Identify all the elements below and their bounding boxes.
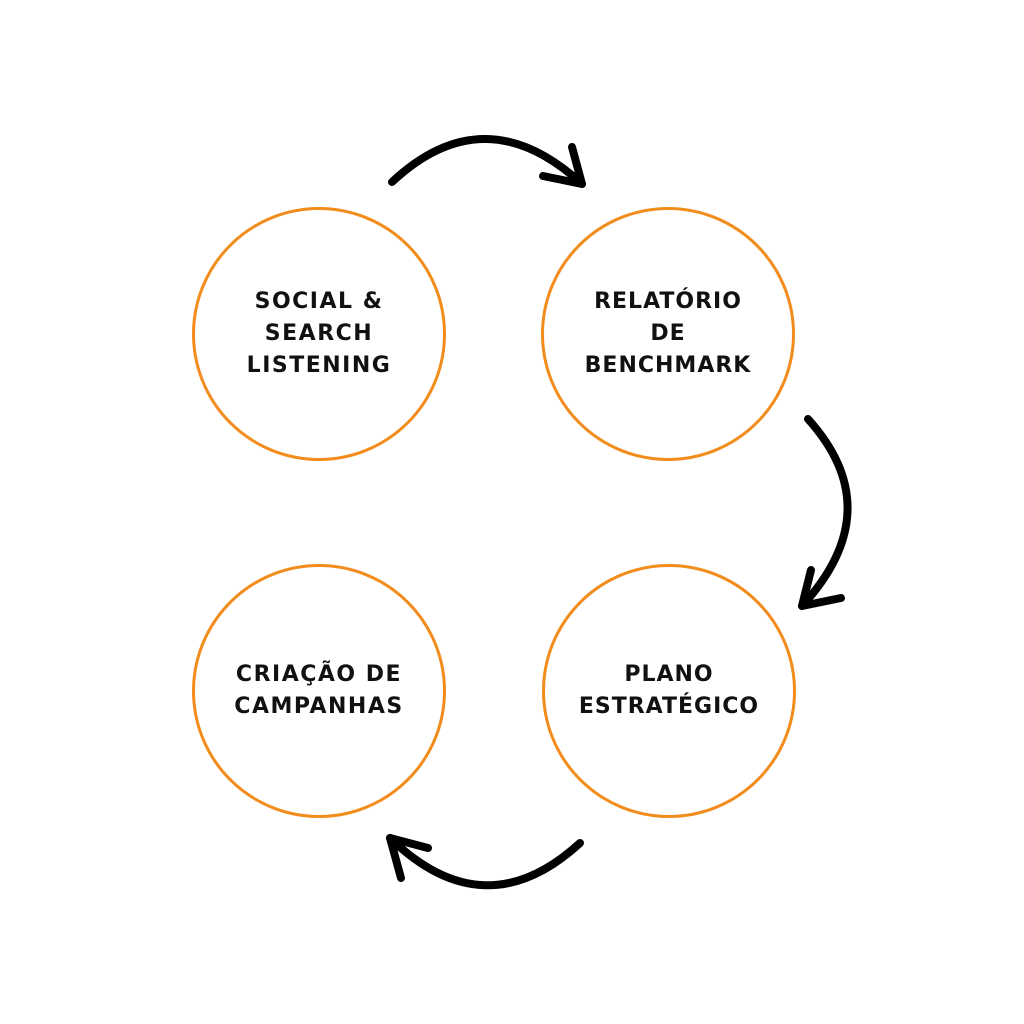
- arrow-n2-to-n3: [798, 415, 852, 610]
- arrow-head: [539, 143, 586, 188]
- arrow-head: [386, 834, 432, 882]
- arrow-curve: [388, 135, 586, 188]
- arrow-n3-to-n4: [386, 834, 584, 890]
- node-label: SOCIAL & SEARCH LISTENING: [246, 289, 392, 378]
- node-plano-estrategico: PLANO ESTRATÉGICO: [542, 564, 796, 818]
- arrow-n1-to-n2: [388, 135, 586, 188]
- node-relatorio-de-benchmark: RELATÓRIO DE BENCHMARK: [541, 207, 795, 461]
- node-label: CRIAÇÃO DE CAMPANHAS: [234, 662, 404, 719]
- arrow-curve: [386, 834, 584, 890]
- arrow-curve: [798, 415, 852, 610]
- node-label: PLANO ESTRATÉGICO: [578, 662, 760, 719]
- node-criacao-de-campanhas: CRIAÇÃO DE CAMPANHAS: [192, 564, 446, 818]
- node-social-search-listening: SOCIAL & SEARCH LISTENING: [192, 207, 446, 461]
- node-label: RELATÓRIO DE BENCHMARK: [584, 289, 752, 378]
- arrow-head: [798, 566, 845, 610]
